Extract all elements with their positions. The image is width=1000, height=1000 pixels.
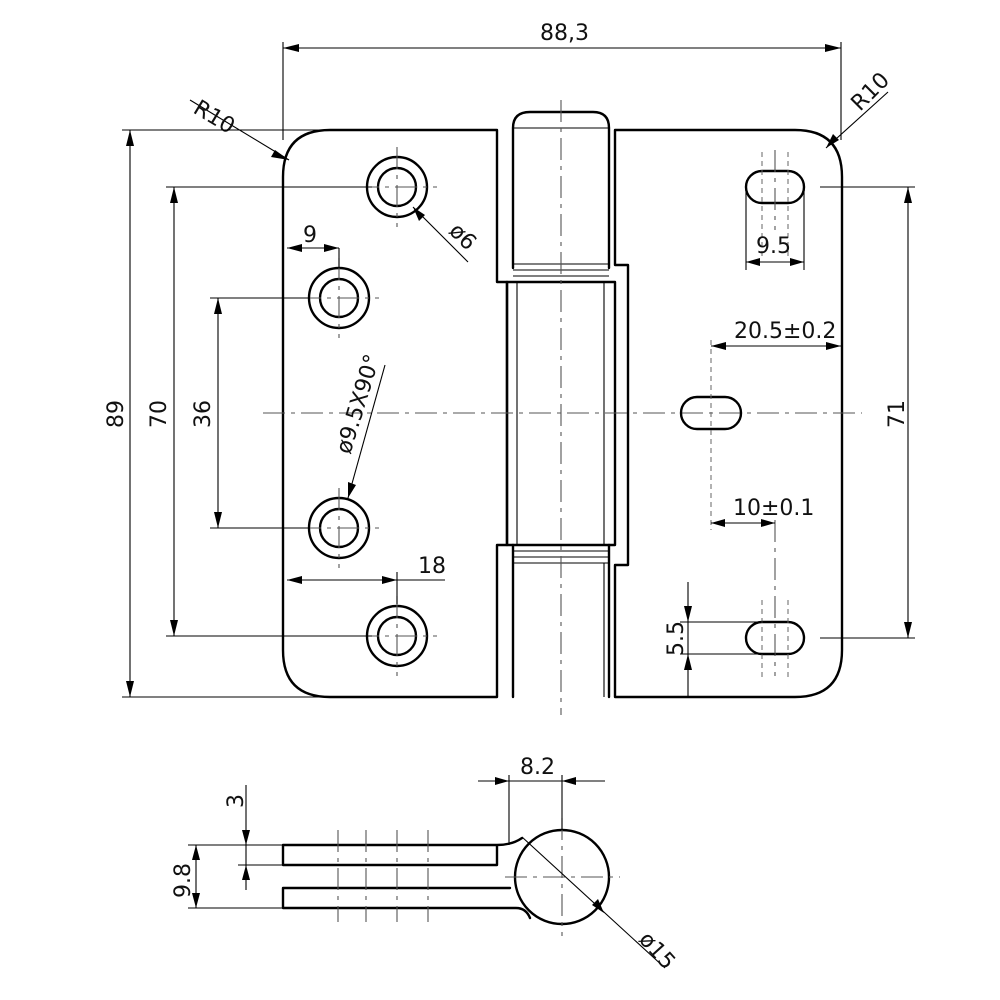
dim-hole-diameter: ø6 bbox=[444, 219, 481, 256]
dim-slot-offset: 10±0.1 bbox=[733, 496, 814, 521]
slot-top bbox=[744, 150, 806, 260]
slot-middle bbox=[679, 340, 743, 530]
side-view: 8.2 3 9.8 ø15 bbox=[171, 755, 680, 975]
slot-bottom bbox=[744, 520, 806, 680]
dim-height-overall: 89 bbox=[104, 400, 129, 428]
dim-closed-thickness: 9.8 bbox=[171, 863, 196, 898]
dim-inner-hole-spacing: 36 bbox=[191, 400, 216, 428]
countersunk-hole-2 bbox=[299, 258, 379, 338]
dim-radius-top-right: R10 bbox=[847, 68, 895, 116]
left-leaf-outline bbox=[281, 128, 509, 699]
dim-knuckle-offset: 8.2 bbox=[520, 755, 555, 780]
dim-outer-hole-spacing: 70 bbox=[147, 400, 172, 428]
front-view: 88,3 R10 R10 ø6 9 ø9.5X90° 89 70 bbox=[104, 21, 915, 715]
dim-slot-edge-distance: 20.5±0.2 bbox=[734, 319, 836, 344]
top-leaf-section bbox=[281, 836, 524, 867]
dim-edge-to-hole: 9 bbox=[303, 223, 317, 248]
right-leaf-outline bbox=[613, 128, 844, 699]
dim-radius-top-left: R10 bbox=[189, 96, 239, 140]
dim-knuckle-diameter: ø15 bbox=[634, 927, 680, 975]
dim-width-overall: 88,3 bbox=[540, 21, 589, 46]
dim-slot-length: 9.5 bbox=[756, 234, 791, 259]
dim-leaf-thickness: 3 bbox=[224, 794, 249, 808]
dim-hole-offset: 18 bbox=[418, 554, 446, 579]
dim-slot-edge-bottom: 5.5 bbox=[664, 621, 689, 656]
dim-countersink: ø9.5X90° bbox=[332, 351, 386, 456]
countersunk-hole-3 bbox=[299, 488, 379, 568]
dim-slot-spacing: 71 bbox=[885, 400, 910, 428]
bottom-leaf-section bbox=[281, 886, 532, 920]
